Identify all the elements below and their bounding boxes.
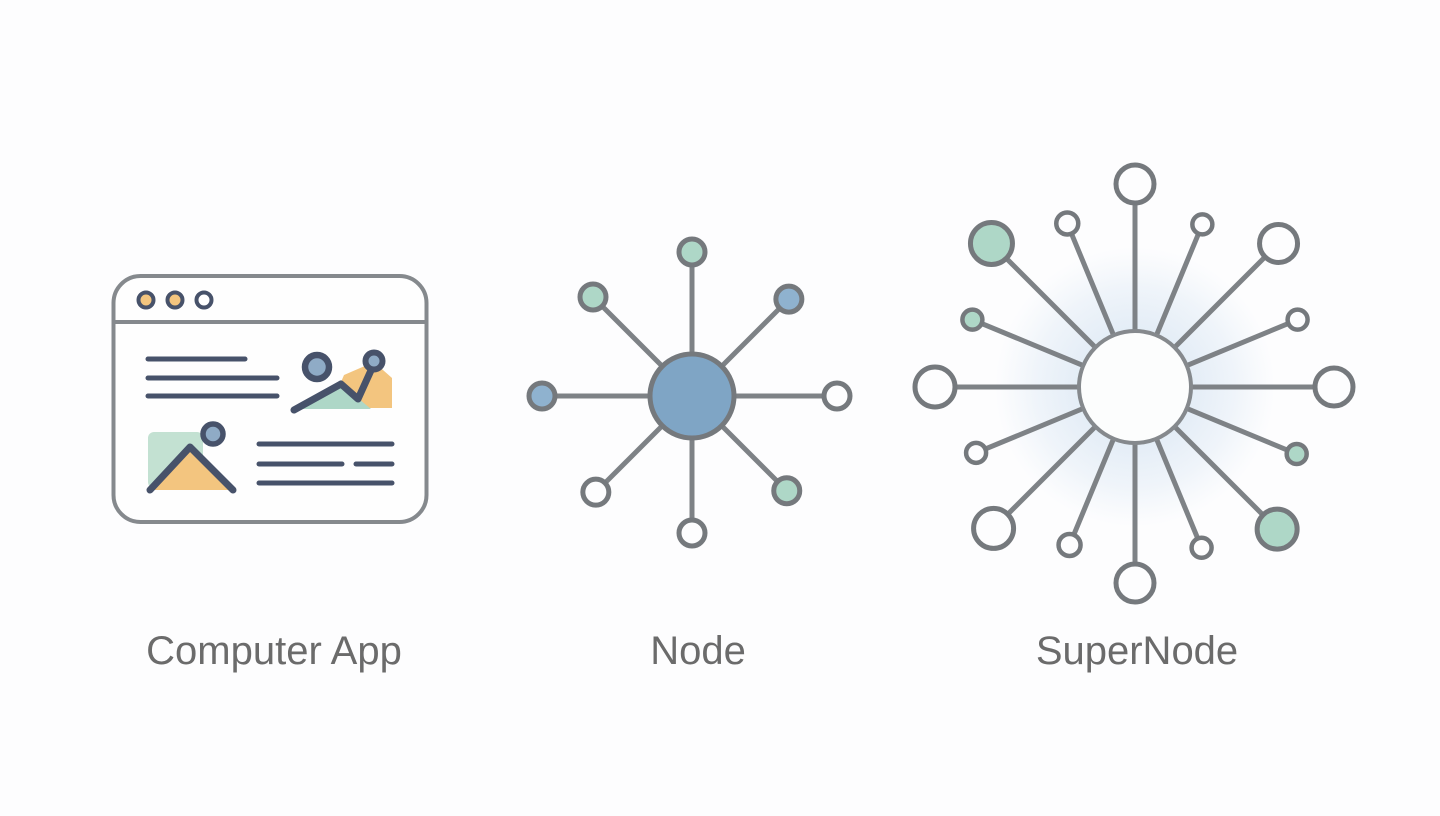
orange-mountain-shape [150,447,233,490]
satellite-node [1285,307,1310,332]
computer-app-label: Computer App [146,629,402,673]
satellite-node [1113,561,1157,605]
satellite-node [676,517,708,549]
satellite-node [1254,506,1300,552]
green-mountain-shape [296,384,371,409]
satellite-node [1189,535,1214,561]
node-label: Node [650,629,746,673]
satellite-node [971,505,1017,551]
satellite-node [963,440,989,466]
computer-app-illustration [111,274,429,524]
person-head-icon [301,351,333,383]
supernode-label: SuperNode [1035,629,1239,673]
traffic-light-dot-2 [165,290,185,310]
satellite-node [960,307,985,332]
satellite-node [1257,221,1301,265]
mountain-outline [146,443,237,494]
person-head-icon-small [362,349,386,373]
satellite-node [1056,531,1083,559]
node-diagram [526,236,853,549]
traffic-light-dot-3 [194,290,214,310]
satellite-node [676,236,708,268]
photo-people-mountain-icon [290,349,392,414]
satellite-node [967,219,1015,267]
satellite-node [1284,441,1309,467]
satellite-node [821,380,853,412]
text-lines-top-left [145,356,280,399]
traffic-light-dot-1 [136,290,156,310]
hub-node [1077,329,1193,445]
satellite-node [577,281,609,313]
supernode-diagram [912,162,1356,605]
satellite-node [1113,162,1157,206]
satellite-node [1190,212,1215,237]
mountain-outline [290,362,377,414]
sun-icon [200,421,226,447]
satellite-node [771,475,803,507]
photo-mountain-sun-icon [146,421,237,494]
satellite-node [773,283,805,315]
satellite-node [1312,365,1356,409]
satellite-node [526,380,558,412]
satellite-node [580,476,612,508]
text-lines-bottom-right [256,441,395,486]
satellite-node [1054,210,1081,237]
satellite-node [912,364,958,410]
hub-node [647,351,737,441]
